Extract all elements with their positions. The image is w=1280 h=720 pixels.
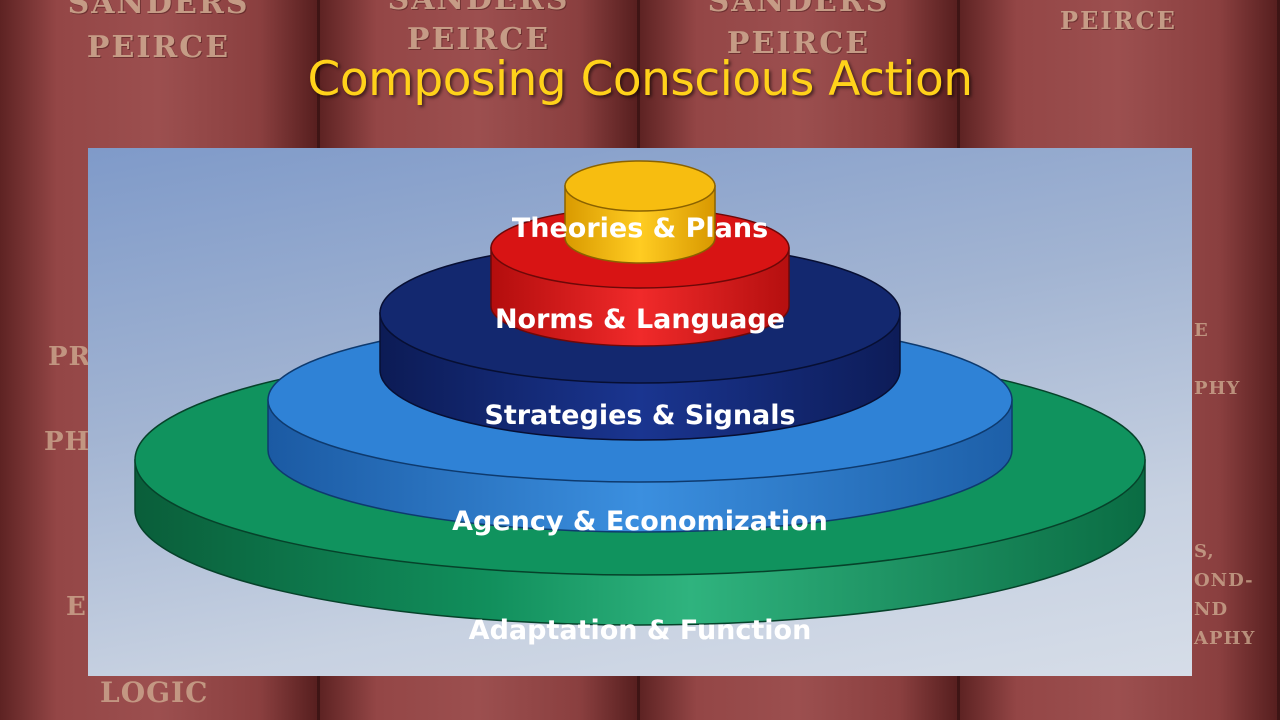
spine-fragment: PHY [1194,378,1241,399]
tier-top [564,160,716,212]
spine-fragment: PR [48,342,92,372]
spine-author-last: PEIRCE [406,22,551,57]
spine-author-last: PEIRCE [726,26,871,61]
tier-label-adaptation-function: Adaptation & Function [469,615,812,646]
tier-label-norms-language: Norms & Language [495,304,785,335]
tier-label-strategies-signals: Strategies & Signals [484,400,795,431]
spine-author-last: PEIRCE [1060,6,1177,35]
spine-author-first: SANDERS [707,0,890,19]
spine-fragment: E [66,592,87,622]
tier-theories-plans [564,160,716,264]
spine-fragment: LOGIC [100,676,209,709]
tier-label-agency-economization: Agency & Economization [452,506,828,537]
spine-author-first: SANDERS [320,0,637,17]
spine-fragment: PH [44,427,91,457]
spine-author-last: PEIRCE [86,30,231,65]
spine-fragment: APHY [1194,628,1256,649]
stacked-tier-diagram: Adaptation & Function Agency & Economiza… [134,160,1146,646]
spine-fragment: E [1194,320,1209,341]
slide-title: Composing Conscious Action [307,52,973,107]
tier-label-theories-plans: Theories & Plans [512,213,768,244]
spine-fragment: OND- [1194,570,1254,591]
spine-author-first: SANDERS [67,0,250,21]
diagram-panel: Adaptation & Function Agency & Economiza… [88,148,1192,676]
spine-fragment: ND [1194,599,1229,620]
spine-fragment: S, [1194,541,1215,562]
